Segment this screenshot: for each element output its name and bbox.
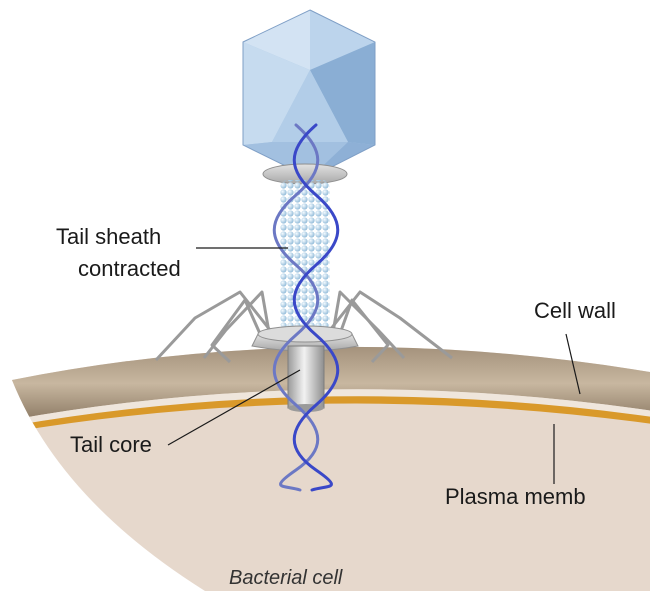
label-tail-core: Tail core <box>70 432 152 457</box>
label-tail-sheath-line2: contracted <box>78 256 181 281</box>
label-tail-sheath-line1: Tail sheath <box>56 224 161 249</box>
capsid-head <box>243 10 375 178</box>
label-cell-wall: Cell wall <box>534 298 616 323</box>
bacterial-cell <box>0 345 650 591</box>
label-plasma-membrane: Plasma memb <box>445 484 586 509</box>
label-bacterial-cell: Bacterial cell <box>229 567 343 589</box>
